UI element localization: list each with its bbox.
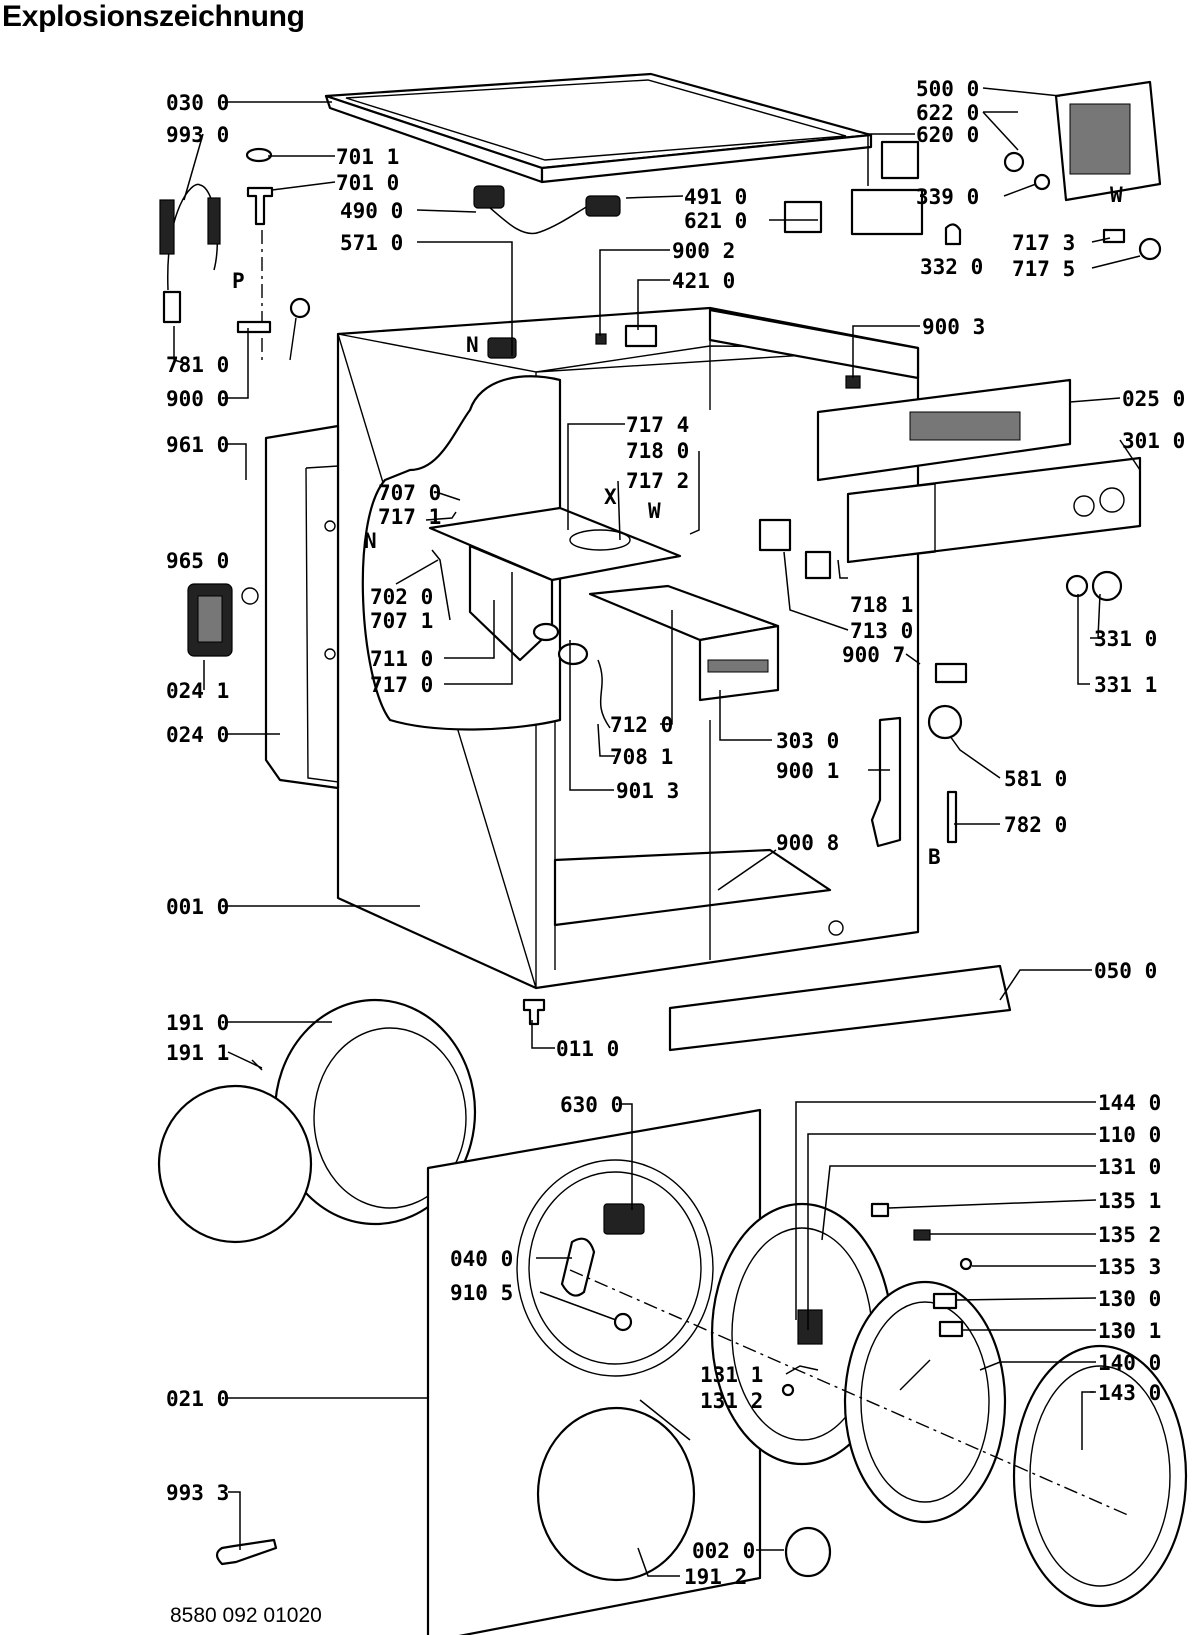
- part-label: 910 5: [450, 1281, 513, 1305]
- part-label: 717 3: [1012, 231, 1075, 255]
- marker-label: W: [648, 499, 661, 523]
- part-label: 717 5: [1012, 257, 1075, 281]
- part-label: 135 2: [1098, 1223, 1161, 1247]
- marker-label: X: [604, 485, 617, 509]
- door-seal: [157, 998, 477, 1244]
- part-label: 331 0: [1094, 627, 1157, 651]
- part-label: 571 0: [340, 231, 403, 255]
- part-label: 961 0: [166, 433, 229, 457]
- part-label: 901 3: [616, 779, 679, 803]
- part-label: 702 0: [370, 585, 433, 609]
- part-label: 711 0: [370, 647, 433, 671]
- part-label: 900 0: [166, 387, 229, 411]
- part-label: 717 0: [370, 673, 433, 697]
- part-label: 191 0: [166, 1011, 229, 1035]
- part-label: 713 0: [850, 619, 913, 643]
- letter-markers: P N X W N W B: [232, 183, 1123, 869]
- marker-label: N: [364, 529, 377, 553]
- leader-lines: [173, 87, 1141, 1577]
- screw-part: [246, 186, 274, 226]
- marker-label: N: [466, 333, 479, 357]
- marker-label: W: [1110, 183, 1123, 207]
- part-label: 130 0: [1098, 1287, 1161, 1311]
- part-label: 717 4: [626, 413, 689, 437]
- part-label: 024 1: [166, 679, 229, 703]
- part-label: 630 0: [560, 1093, 623, 1117]
- part-label: 717 2: [626, 469, 689, 493]
- part-label: 040 0: [450, 1247, 513, 1271]
- part-label: 025 0: [1122, 387, 1185, 411]
- part-label: 001 0: [166, 895, 229, 919]
- part-label: 490 0: [340, 199, 403, 223]
- marker-label: B: [928, 845, 941, 869]
- drawing-code: 8580 092 01020: [170, 1604, 322, 1627]
- knob-part: [245, 147, 273, 163]
- part-label: 130 1: [1098, 1319, 1161, 1343]
- control-module: [1054, 80, 1162, 202]
- dispenser-housing: [428, 506, 682, 662]
- part-label: 782 0: [1004, 813, 1067, 837]
- part-label: 301 0: [1122, 429, 1185, 453]
- part-label: 191 1: [166, 1041, 229, 1065]
- door-glass: [843, 1280, 1007, 1524]
- part-label: 620 0: [916, 123, 979, 147]
- part-label: 491 0: [684, 185, 747, 209]
- part-label: 621 0: [684, 209, 747, 233]
- part-label: 781 0: [166, 353, 229, 377]
- part-label: 707 1: [370, 609, 433, 633]
- part-label: 718 1: [850, 593, 913, 617]
- part-label: 900 3: [922, 315, 985, 339]
- part-label: 030 0: [166, 91, 229, 115]
- part-label: 110 0: [1098, 1123, 1161, 1147]
- part-label: 143 0: [1098, 1381, 1161, 1405]
- part-label: 622 0: [916, 101, 979, 125]
- part-label: 717 1: [378, 505, 441, 529]
- part-label: 339 0: [916, 185, 979, 209]
- part-label: 500 0: [916, 77, 979, 101]
- part-label: 993 3: [166, 1481, 229, 1505]
- part-label: 002 0: [692, 1539, 755, 1563]
- part-label: 191 2: [684, 1565, 747, 1589]
- part-label: 131 1: [700, 1363, 763, 1387]
- part-label: 135 3: [1098, 1255, 1161, 1279]
- part-label: 900 7: [842, 643, 905, 667]
- part-label: 708 1: [610, 745, 673, 769]
- part-label: 707 0: [378, 481, 441, 505]
- part-label: 900 1: [776, 759, 839, 783]
- part-label: 701 1: [336, 145, 399, 169]
- part-label: 993 0: [166, 123, 229, 147]
- cover-flap: [187, 583, 259, 657]
- part-label: 131 0: [1098, 1155, 1161, 1179]
- page-title: Explosionszeichnung: [2, 0, 305, 33]
- part-label: 024 0: [166, 723, 229, 747]
- part-label: 718 0: [626, 439, 689, 463]
- part-label: 712 0: [610, 713, 673, 737]
- marker-label: P: [232, 269, 245, 293]
- part-labels: 030 0 993 0 701 1 701 0 490 0 491 0 621 …: [166, 77, 1185, 1589]
- part-label: 011 0: [556, 1037, 619, 1061]
- part-label: 135 1: [1098, 1189, 1161, 1213]
- part-label: 303 0: [776, 729, 839, 753]
- control-panel: [816, 378, 1142, 564]
- part-label: 332 0: [920, 255, 983, 279]
- part-label: 050 0: [1094, 959, 1157, 983]
- side-panel: [264, 424, 340, 790]
- part-label: 021 0: [166, 1387, 229, 1411]
- part-label: 421 0: [672, 269, 735, 293]
- part-label: 900 2: [672, 239, 735, 263]
- part-label: 144 0: [1098, 1091, 1161, 1115]
- part-label: 331 1: [1094, 673, 1157, 697]
- part-label: 140 0: [1098, 1351, 1161, 1375]
- part-label: 701 0: [336, 171, 399, 195]
- part-label: 900 8: [776, 831, 839, 855]
- parts-drawing: [157, 72, 1188, 1635]
- part-label: 965 0: [166, 549, 229, 573]
- part-label: 581 0: [1004, 767, 1067, 791]
- part-label: 131 2: [700, 1389, 763, 1413]
- inlet-hose: [159, 183, 221, 324]
- top-lid: [324, 72, 873, 184]
